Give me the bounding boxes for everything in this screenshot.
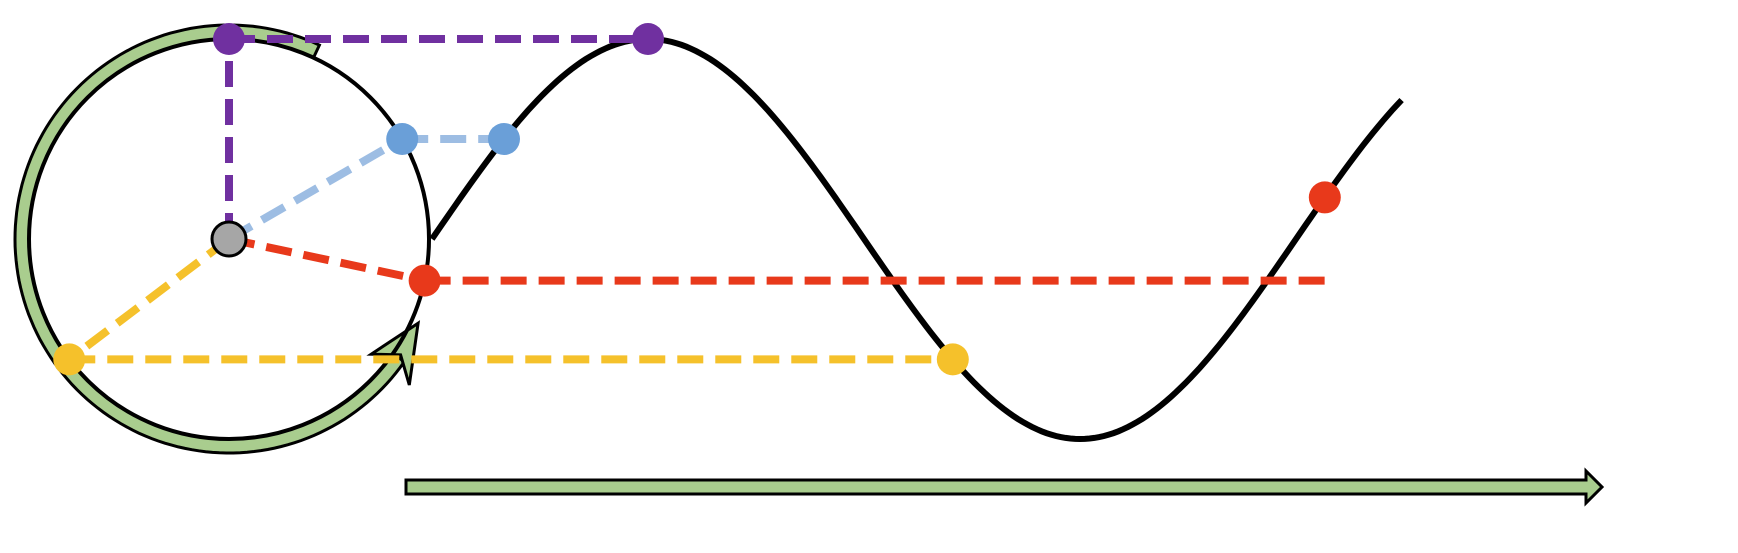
red-radius-line	[228, 235, 426, 285]
yellow-circle-point	[53, 343, 86, 376]
sine-curve	[429, 35, 1404, 443]
right-arrow-icon	[404, 467, 1605, 507]
purple-circle-point	[213, 23, 245, 55]
marker-points	[53, 23, 1341, 376]
light-blue-radius-line	[226, 135, 405, 243]
light-blue-circle-point	[386, 123, 419, 155]
yellow-curve-point	[936, 343, 969, 376]
purple-curve-point	[632, 23, 664, 55]
yellow-radius-line	[66, 235, 232, 363]
circle-center-point	[210, 220, 248, 258]
red-curve-point	[1308, 181, 1341, 214]
red-circle-point	[408, 264, 441, 297]
light-blue-curve-point	[488, 123, 520, 155]
rotation-ring-band	[13, 23, 407, 455]
projection-lines	[66, 35, 1325, 364]
